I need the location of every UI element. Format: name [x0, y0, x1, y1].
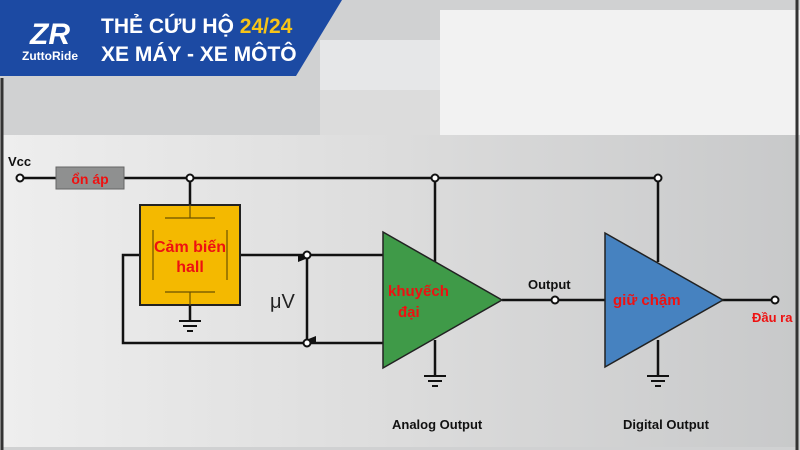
banner-line-1-text: THẺ CỨU HỘ — [101, 14, 240, 38]
amplifier-label-2: đại — [398, 304, 420, 321]
out-label: Đầu ra — [752, 310, 793, 325]
delay-label: giữ chậm — [613, 292, 681, 309]
ground-icon — [647, 375, 669, 387]
zuttoride-logo: ZR ZuttoRide — [22, 18, 78, 63]
regulator-box — [55, 166, 125, 190]
amplifier-label-1: khuyếch — [388, 283, 449, 300]
ground-icon — [179, 320, 201, 332]
terminal-nodes — [15, 173, 780, 348]
logo-text: ZuttoRide — [22, 49, 78, 63]
digital-output-label: Digital Output — [623, 417, 710, 432]
hall-label-1: Cảm biến — [154, 239, 226, 256]
ground-icon — [424, 375, 446, 387]
vcc-label: Vcc — [8, 154, 31, 169]
banner-highlight: 24/24 — [240, 15, 293, 38]
voltage-label: μV — [270, 291, 296, 313]
regulator-label: ổn áp — [71, 171, 108, 187]
banner-line-2: XE MÁY - XE MÔTÔ — [101, 42, 297, 66]
amplifier-triangle — [382, 230, 504, 370]
analog-output-label: Analog Output — [392, 417, 483, 432]
top-panel-light — [440, 10, 800, 135]
hall-sensor: Cảm biến hall — [139, 204, 241, 306]
logo-mark: ZR — [29, 18, 70, 51]
banner-line-1: THẺ CỨU HỘ 24/24 — [101, 14, 293, 38]
hall-label-2: hall — [176, 259, 204, 276]
ground-icons — [179, 320, 669, 387]
top-panel-mid — [320, 90, 440, 135]
output-label: Output — [528, 277, 571, 292]
banner — [0, 0, 342, 76]
delay-triangle — [604, 231, 725, 369]
